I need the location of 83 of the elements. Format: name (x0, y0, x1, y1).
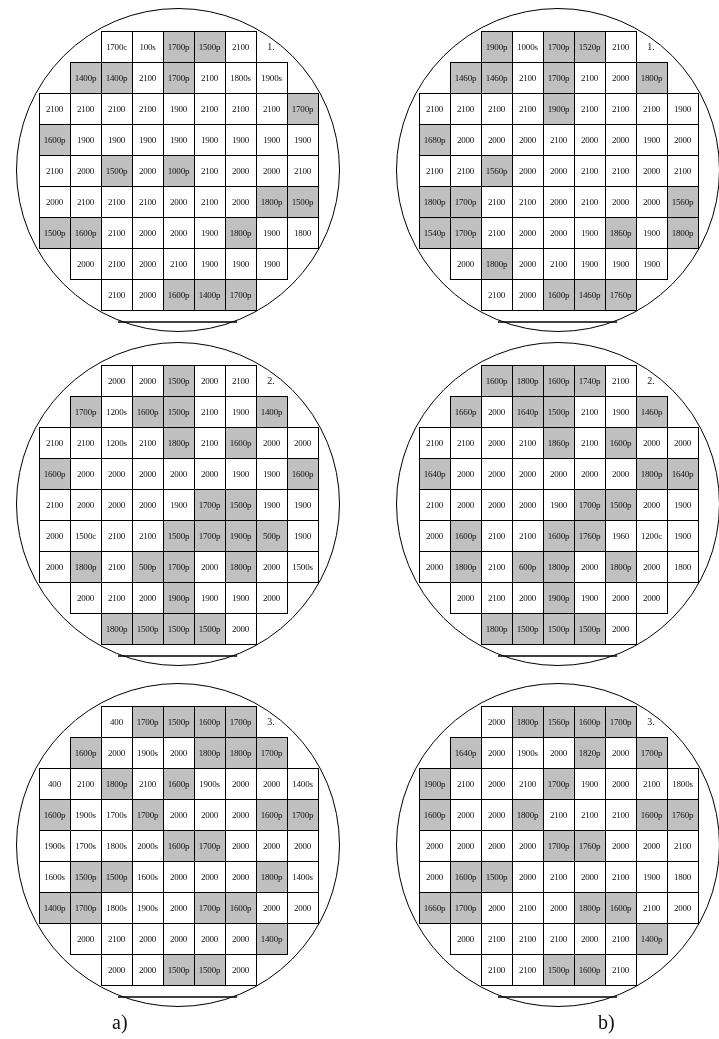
die-cell: 1460p (449, 61, 482, 94)
die-cell: 2000 (449, 247, 482, 280)
die-cell: 1400p (69, 61, 102, 94)
die-cell: 1700p (69, 395, 102, 428)
die-cell: 2000 (286, 426, 319, 459)
die-cell: 1700p (604, 705, 637, 738)
wafer-number: 3. (646, 714, 656, 729)
die-cell: 1800p (100, 612, 133, 645)
die-cell: 1700c (100, 30, 133, 63)
die-cell: 1700p (542, 30, 575, 63)
die-cell: 2100 (38, 92, 71, 125)
die-cell: 1500p (38, 216, 71, 249)
die-cell: 1900p (418, 767, 451, 800)
die-cell: 1540p (418, 216, 451, 249)
die-cell: 1680p (418, 123, 451, 156)
die-cell: 1600p (38, 123, 71, 156)
die-cell: 1800p (511, 705, 544, 738)
die-cell: 1700p (286, 92, 319, 125)
die-cell: 2100 (604, 30, 637, 63)
die-cell: 1520p (573, 30, 606, 63)
die-cell: 1400s (286, 767, 319, 800)
die-cell: 400 (38, 767, 71, 800)
die-cell: 2000 (418, 550, 451, 583)
die-cell: 1640p (418, 457, 451, 490)
die-cell: 1900p (480, 30, 513, 63)
die-cell: 2000 (69, 247, 102, 280)
panel-label: a) (112, 1012, 128, 1032)
die-cell: 400 (100, 705, 133, 738)
die-cell: 2100 (38, 426, 71, 459)
die-cell: 1600p (573, 705, 606, 738)
die-cell: 2100 (480, 953, 513, 986)
die-cell: 2100 (418, 92, 451, 125)
die-cell: 2000 (100, 953, 133, 986)
die-cell: 1800p (511, 364, 544, 397)
die-cell: 1560p (542, 705, 575, 738)
die-cell: 1600p (418, 798, 451, 831)
die-cell: 1800p (635, 61, 668, 94)
die-cell: 1600p (480, 364, 513, 397)
die-cell: 2000 (100, 364, 133, 397)
die-cell: 1460p (635, 395, 668, 428)
die-cell: 1500p (162, 705, 195, 738)
die-cell: 2000 (449, 581, 482, 614)
die-cell: 2000 (449, 922, 482, 955)
wafer-number: 1. (646, 39, 656, 54)
die-cell: 1500p (162, 364, 195, 397)
die-cell: 1800p (480, 612, 513, 645)
panel-label: b) (598, 1012, 615, 1032)
die-cell: 1400p (38, 891, 71, 924)
die-cell: 1900s (255, 61, 288, 94)
die-cell: 1800p (418, 185, 451, 218)
die-cell: 1700p (635, 736, 668, 769)
die-cell: 1700p (162, 30, 195, 63)
wafer-number: 2. (266, 373, 276, 388)
die-cell: 2000 (69, 581, 102, 614)
die-cell: 1700p (224, 705, 257, 738)
wafer-number: 2. (646, 373, 656, 388)
die-cell: 2000 (69, 922, 102, 955)
die-cell: 2000 (480, 705, 513, 738)
die-cell: 1660p (418, 891, 451, 924)
die-cell: 2100 (604, 364, 637, 397)
die-cell: 1600p (193, 705, 226, 738)
wafer-number: 1. (266, 39, 276, 54)
die-cell: 2100 (480, 278, 513, 311)
die-cell: 1640p (449, 736, 482, 769)
die-cell: 1600p (542, 364, 575, 397)
die-cell: 1700p (255, 736, 288, 769)
die-cell: 1600p (38, 798, 71, 831)
die-cell: 1740p (573, 364, 606, 397)
die-cell: 1660p (449, 395, 482, 428)
die-cell: 1900 (666, 92, 699, 125)
die-cell: 1600p (69, 736, 102, 769)
wafer-number: 3. (266, 714, 276, 729)
die-cell: 2100 (418, 426, 451, 459)
die-cell: 1500p (193, 30, 226, 63)
die-cell: 2000 (38, 550, 71, 583)
die-cell: 2100 (100, 278, 133, 311)
die-cell: 1400p (255, 395, 288, 428)
die-cell: 1800s (666, 767, 699, 800)
die-cell: 2100 (224, 364, 257, 397)
die-cell: 1700p (131, 705, 164, 738)
die-cell: 1600p (38, 457, 71, 490)
die-cell: 2000 (666, 426, 699, 459)
die-cell: 2100 (224, 30, 257, 63)
